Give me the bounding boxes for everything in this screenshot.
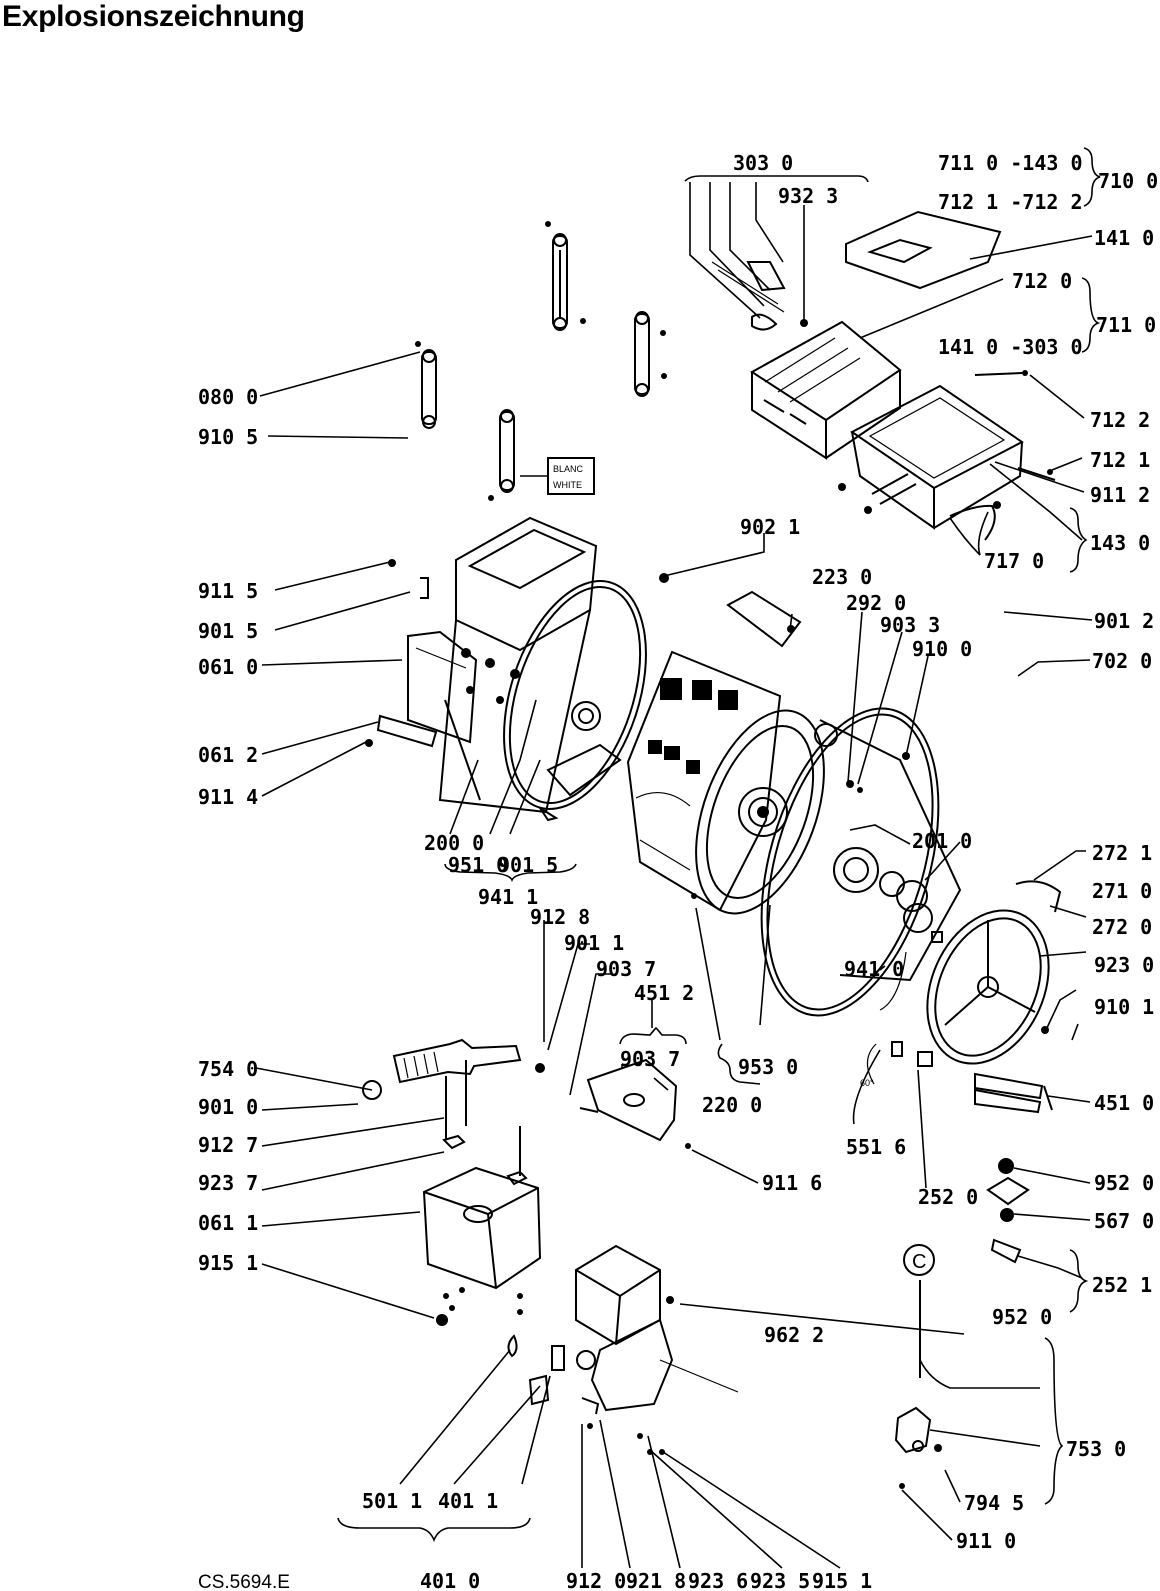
part-label: 903 7 xyxy=(620,1047,680,1071)
part-label: 921 8 xyxy=(626,1569,686,1591)
part-label: 712 0 xyxy=(1012,269,1072,293)
part-label: 201 0 xyxy=(912,829,972,853)
circle-marker: C xyxy=(903,1244,935,1276)
part-label: 901 0 xyxy=(198,1095,258,1119)
part-label: 910 5 xyxy=(198,425,258,449)
part-label: 303 0 xyxy=(733,151,793,175)
part-label: 952 0 xyxy=(1094,1171,1154,1195)
part-label: 901 1 xyxy=(564,931,624,955)
part-label: 223 0 xyxy=(812,565,872,589)
part-number-labels: 303 0 932 3 711 0 -143 0 712 1 -712 2 71… xyxy=(198,151,1158,1591)
part-label: 915 1 xyxy=(812,1569,872,1591)
shock-absorber-top-right xyxy=(634,311,650,397)
part-label: 717 0 xyxy=(984,549,1044,573)
part-label: 962 2 xyxy=(764,1323,824,1347)
part-label: 911 2 xyxy=(1090,483,1150,507)
part-label: 911 6 xyxy=(762,1171,822,1195)
part-label: 271 0 xyxy=(1092,879,1152,903)
white-label-box: BLANC WHITE xyxy=(520,457,595,495)
part-label: 272 0 xyxy=(1092,915,1152,939)
leader-lines xyxy=(255,147,1101,1569)
part-label: 923 7 xyxy=(198,1171,258,1195)
part-label: 711 0 xyxy=(1096,313,1156,337)
part-label: 753 0 xyxy=(1066,1437,1126,1461)
part-label: 292 0 xyxy=(846,591,906,615)
circle-marker-letter: C xyxy=(912,1251,926,1273)
part-label: 754 0 xyxy=(198,1057,258,1081)
page-title: Explosionszeichnung xyxy=(2,0,305,33)
part-label: 252 1 xyxy=(1092,1273,1152,1297)
part-label: 952 0 xyxy=(992,1305,1052,1329)
box-label-line2: WHITE xyxy=(553,480,582,490)
part-label: 501 1 xyxy=(362,1489,422,1513)
part-label: 451 0 xyxy=(1094,1091,1154,1115)
part-label: 711 0 -143 0 xyxy=(938,151,1083,175)
part-label: 901 5 xyxy=(198,619,258,643)
part-label: 912 7 xyxy=(198,1133,258,1157)
part-label: 951 0 xyxy=(448,853,508,877)
part-label: 220 0 xyxy=(702,1093,762,1117)
part-label: 911 0 xyxy=(956,1529,1016,1553)
part-label: 200 0 xyxy=(424,831,484,855)
part-label: 941 0 xyxy=(844,957,904,981)
part-label: 910 0 xyxy=(912,637,972,661)
part-label: 794 5 xyxy=(964,1491,1024,1515)
part-label: 911 4 xyxy=(198,785,258,809)
part-label: 901 2 xyxy=(1094,609,1154,633)
part-label: 910 1 xyxy=(1094,995,1154,1019)
angle-label: 60° xyxy=(860,1078,874,1088)
drawing-reference: CS.5694.E xyxy=(198,1572,290,1591)
part-label: 901 5 xyxy=(498,853,558,877)
part-label: 061 1 xyxy=(198,1211,258,1235)
part-label: 903 7 xyxy=(596,957,656,981)
part-label: 712 1 xyxy=(1090,448,1150,472)
part-label: 902 1 xyxy=(740,515,800,539)
part-label: 451 2 xyxy=(634,981,694,1005)
part-label: 141 0 xyxy=(1094,226,1154,250)
part-label: 941 1 xyxy=(478,885,538,909)
part-label: 061 2 xyxy=(198,743,258,767)
part-label: 567 0 xyxy=(1094,1209,1154,1233)
shock-absorber-left xyxy=(421,349,437,429)
shock-absorber-top-left xyxy=(552,233,568,331)
part-label: 712 1 -712 2 xyxy=(938,190,1083,214)
part-label: 551 6 xyxy=(846,1135,906,1159)
part-label: 923 6 xyxy=(688,1569,748,1591)
part-label: 401 1 xyxy=(438,1489,498,1513)
part-label: 143 0 xyxy=(1090,531,1150,555)
part-label: 712 2 xyxy=(1090,408,1150,432)
part-label: 912 8 xyxy=(530,905,590,929)
part-label: 272 1 xyxy=(1092,841,1152,865)
part-label: 923 5 xyxy=(750,1569,810,1591)
part-label: 903 3 xyxy=(880,613,940,637)
part-label: 702 0 xyxy=(1092,649,1152,673)
part-label: 953 0 xyxy=(738,1055,798,1079)
part-label: 401 0 xyxy=(420,1569,480,1591)
part-label: 915 1 xyxy=(198,1251,258,1275)
part-label: 912 0 xyxy=(566,1569,626,1591)
part-label: 932 3 xyxy=(778,184,838,208)
box-label-line1: BLANC xyxy=(553,464,584,474)
part-label: 080 0 xyxy=(198,385,258,409)
shock-absorber-white xyxy=(499,409,515,493)
part-label: 252 0 xyxy=(918,1185,978,1209)
part-label: 710 0 xyxy=(1098,169,1158,193)
part-label: 923 0 xyxy=(1094,953,1154,977)
part-label: 911 5 xyxy=(198,579,258,603)
part-label: 141 0 -303 0 xyxy=(938,335,1083,359)
part-sketches xyxy=(362,210,1062,1489)
part-label: 061 0 xyxy=(198,655,258,679)
